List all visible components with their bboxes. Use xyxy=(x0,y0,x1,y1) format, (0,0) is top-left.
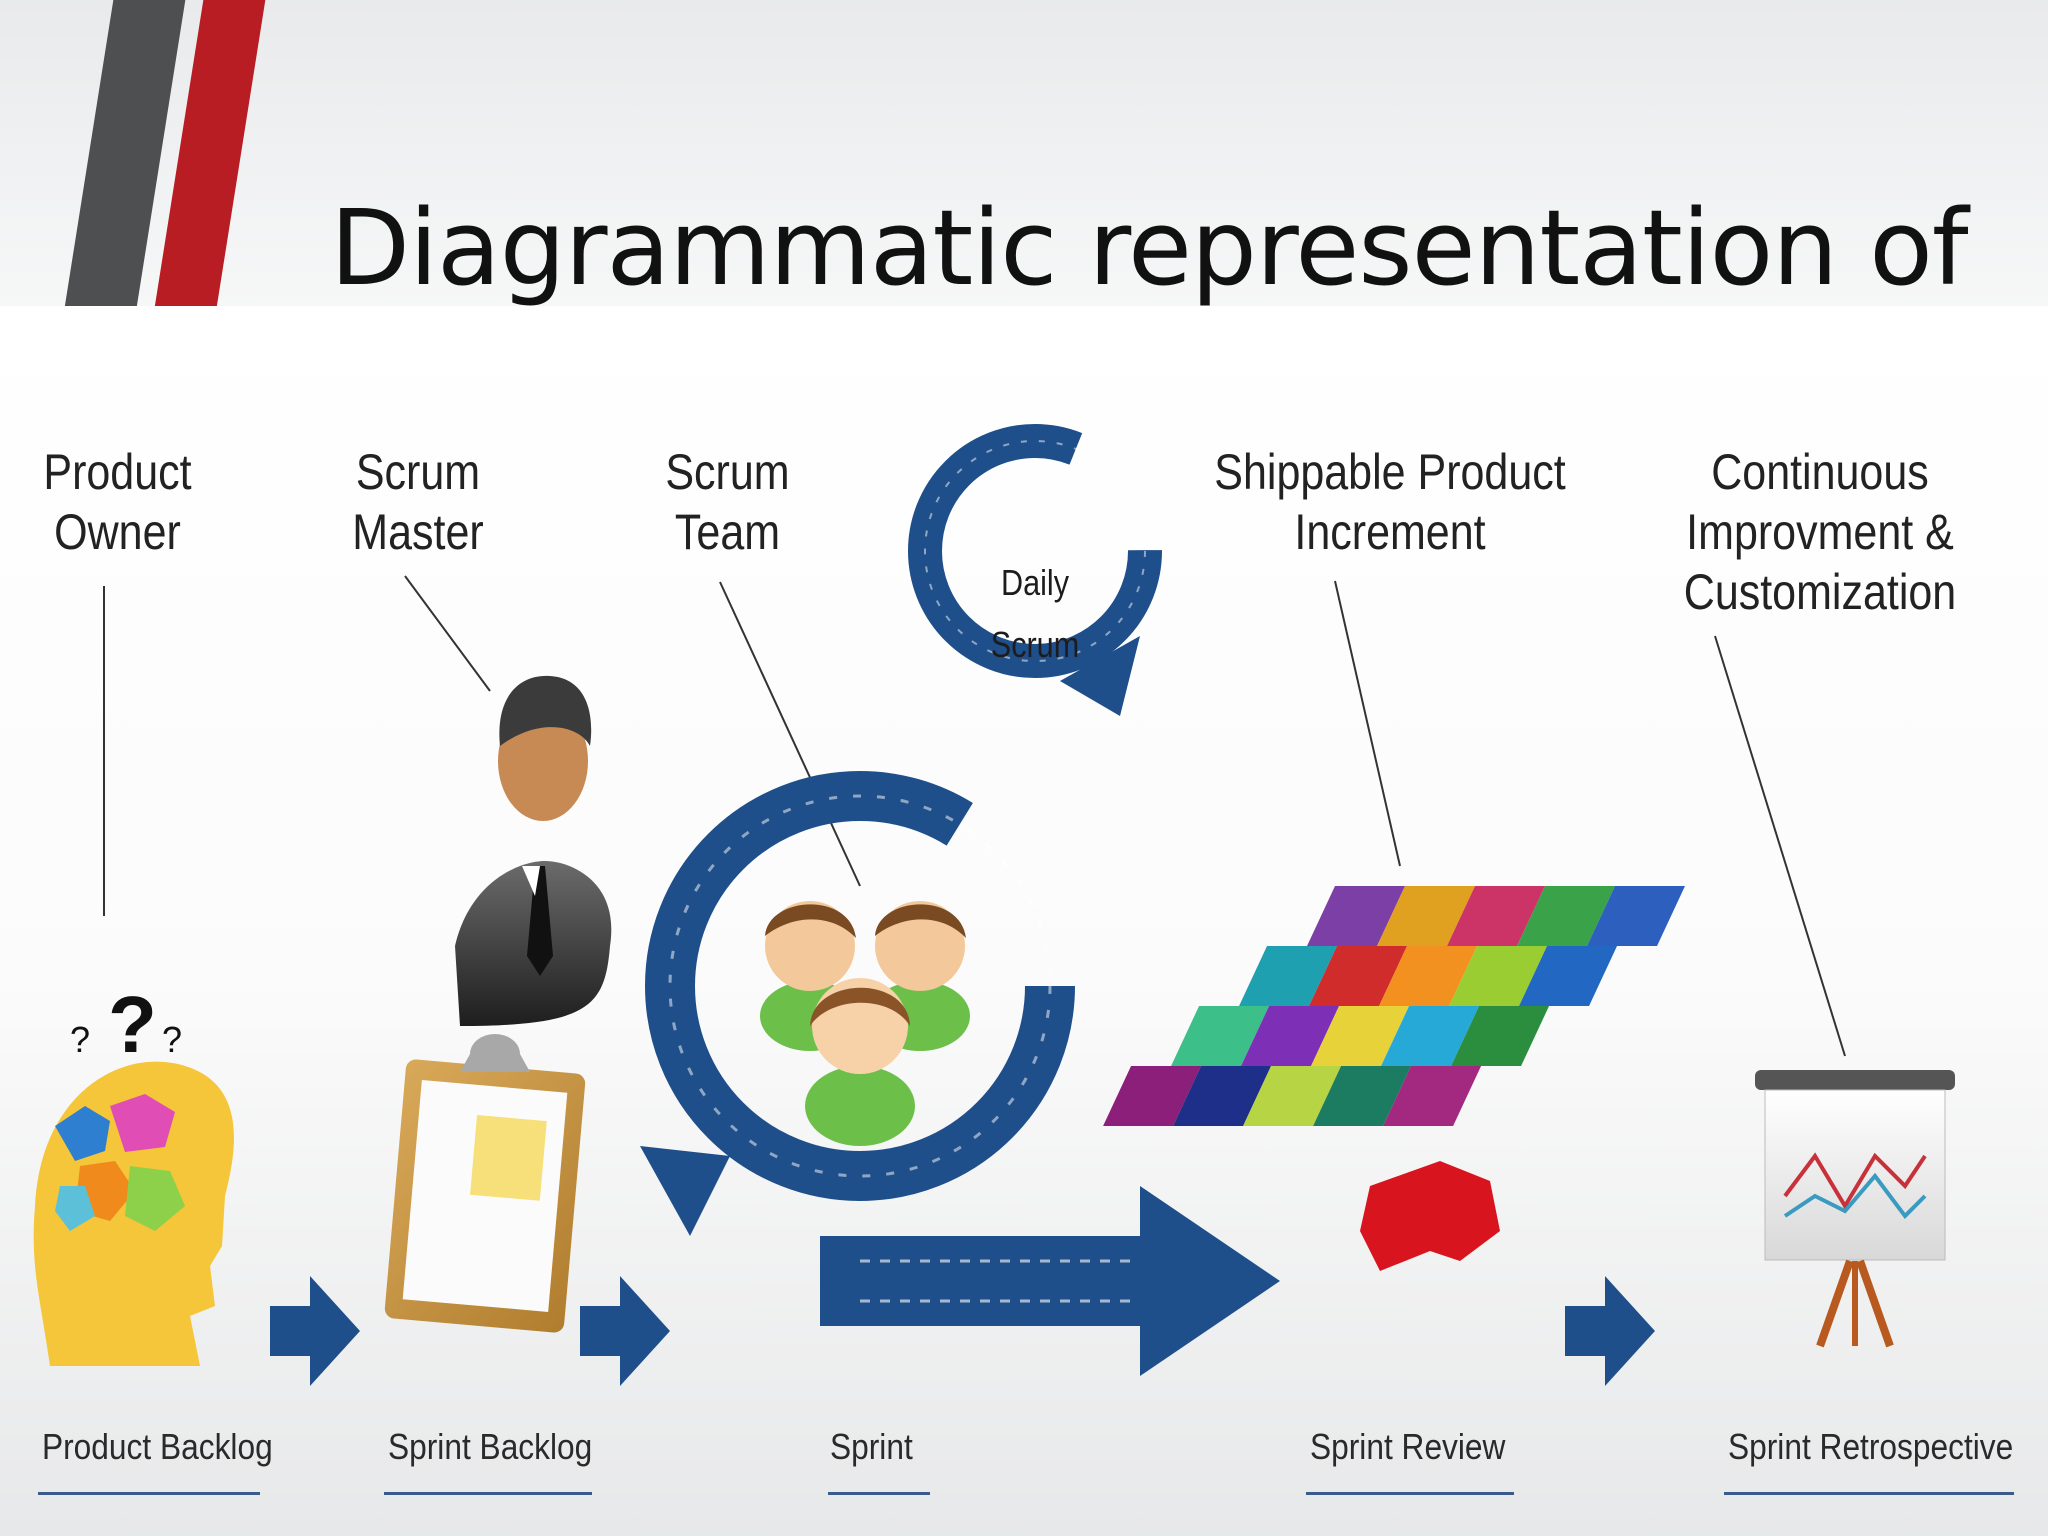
scrum-team-people-icon xyxy=(760,901,970,1146)
flow-arrows xyxy=(270,1276,1655,1386)
role-label-product-owner: Product Owner xyxy=(43,444,192,560)
sprint-retrospective-easel-icon xyxy=(1755,1070,1955,1348)
scrum-diagram: ? ? ? xyxy=(0,306,2048,1536)
stage-underline-sprint-backlog xyxy=(384,1492,592,1495)
connector-lines xyxy=(103,575,1846,1057)
stage-label-sprint-review: Sprint Review xyxy=(1310,1426,1506,1467)
flow-arrow-1-icon xyxy=(270,1276,360,1386)
stage-underline-sprint-review xyxy=(1306,1492,1514,1495)
svg-text:?: ? xyxy=(108,980,157,1069)
stage-label-sprint: Sprint xyxy=(830,1426,913,1467)
daily-scrum-cycle-icon xyxy=(908,424,1162,716)
slide-header: Diagrammatic representation of xyxy=(0,0,2048,306)
daily-scrum-label: Daily Scrum xyxy=(984,552,1086,676)
flow-arrow-3-icon xyxy=(1565,1276,1655,1386)
slide-title: Diagrammatic representation of xyxy=(330,187,1969,306)
role-label-shippable-product: Shippable Product Increment xyxy=(1214,444,1566,560)
stage-underline-product-backlog xyxy=(38,1492,260,1495)
stage-label-product-backlog: Product Backlog xyxy=(42,1426,273,1467)
daily-scrum-line1: Daily xyxy=(1000,562,1069,603)
diagram-artwork: ? ? ? xyxy=(33,424,1955,1386)
sprint-cycle-arrow-icon xyxy=(640,771,1280,1376)
scrum-master-person-icon xyxy=(455,675,612,1026)
product-owner-head-icon: ? ? ? xyxy=(33,980,234,1366)
shippable-product-puzzle-icon xyxy=(1103,886,1685,1271)
role-label-scrum-team: Scrum Team xyxy=(665,444,790,560)
svg-text:?: ? xyxy=(162,1019,182,1060)
stage-underline-sprint-retrospective xyxy=(1724,1492,2014,1495)
daily-scrum-line2: Scrum xyxy=(990,624,1080,665)
stage-label-sprint-retrospective: Sprint Retrospective xyxy=(1728,1426,2014,1467)
stage-label-sprint-backlog: Sprint Backlog xyxy=(388,1426,593,1467)
svg-text:?: ? xyxy=(70,1019,90,1060)
sprint-backlog-clipboard-icon xyxy=(384,1034,586,1333)
stage-underline-sprint xyxy=(828,1492,930,1495)
role-label-continuous-improvement: Continuous Improvment & Customization xyxy=(1683,444,1957,620)
flow-arrow-2-icon xyxy=(580,1276,670,1386)
role-label-scrum-master: Scrum Master xyxy=(352,444,484,560)
